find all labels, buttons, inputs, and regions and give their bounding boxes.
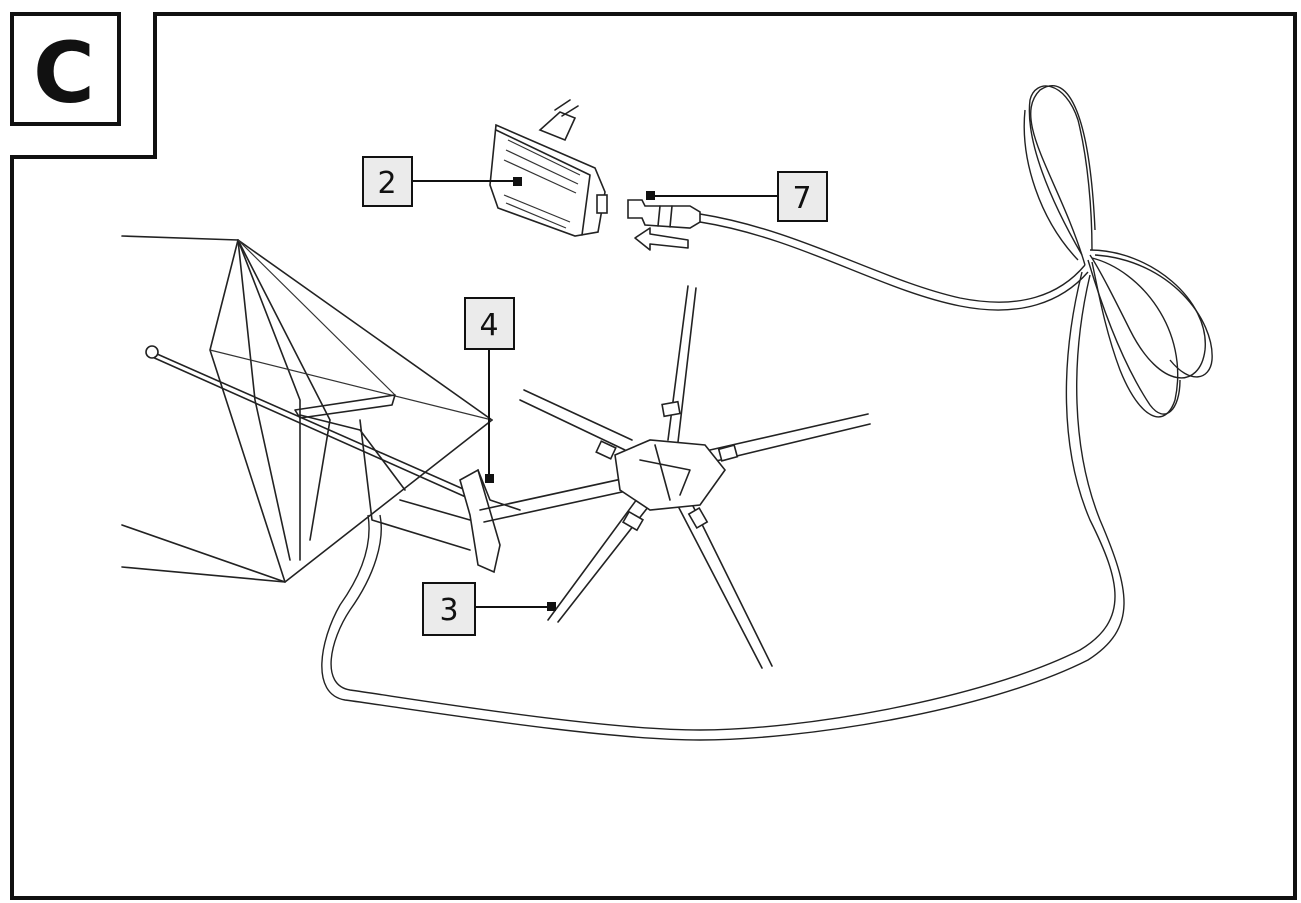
callout-4: 4 [464,297,515,483]
callout-3-label: 3 [439,593,458,628]
step-label: C [33,24,95,122]
diagram-frame [10,12,1297,900]
power-plug [627,199,701,229]
callout-2: 2 [362,156,522,207]
callout-4-label: 4 [479,308,498,343]
power-adapter [489,99,608,237]
connector [459,468,521,574]
callout-7: 7 [646,171,828,222]
callout-2-label: 2 [377,166,396,201]
callout-3: 3 [422,582,556,636]
umbrella-canopy [121,235,493,583]
insert-arrow [634,227,689,251]
callout-7-label: 7 [792,181,811,216]
light-star-hub [479,285,871,669]
cable [321,85,1213,741]
step-tab [10,12,121,126]
umbrella-ribs [145,345,471,551]
